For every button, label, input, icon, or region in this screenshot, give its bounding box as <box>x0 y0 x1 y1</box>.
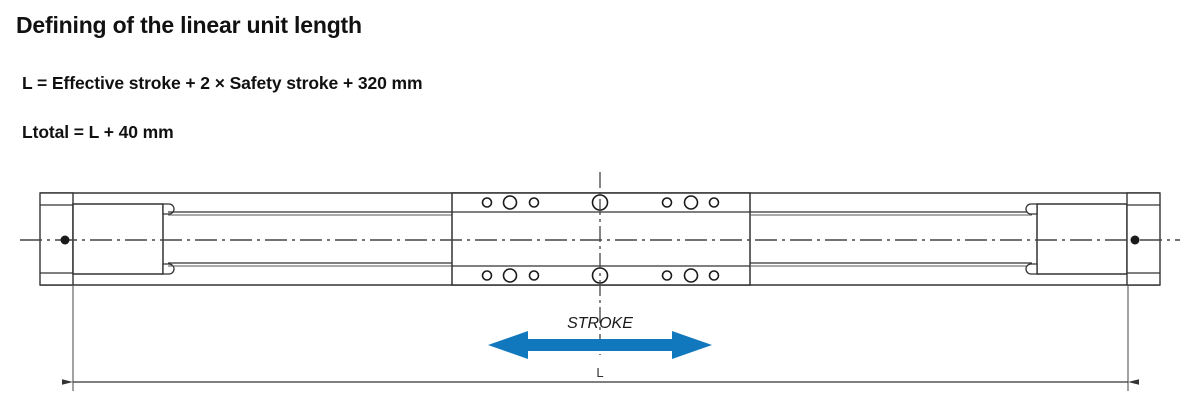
mounting-hole-small <box>661 270 673 281</box>
stroke-label: STROKE <box>567 315 633 332</box>
right-slider-bottom-lug <box>1025 263 1038 275</box>
mounting-hole-small <box>708 270 720 281</box>
mounting-hole-small <box>528 197 540 208</box>
left-slider-body <box>72 203 164 275</box>
right-slider-block <box>1025 203 1128 275</box>
drawing-svg: STROKE L <box>20 172 1180 391</box>
carriage-top-hole-row <box>481 194 720 211</box>
center-carriage <box>451 192 751 286</box>
formula-total-length: Ltotal = L + 40 mm <box>22 122 174 142</box>
mounting-hole-small <box>708 197 720 208</box>
formula-length: L = Effective stroke + 2 × Safety stroke… <box>22 73 423 93</box>
length-dimension: L <box>62 285 1139 391</box>
stroke-indicator: STROKE <box>488 315 712 359</box>
mounting-hole-small <box>481 197 493 208</box>
linear-unit-drawing: STROKE L <box>0 155 1200 415</box>
mounting-hole-large <box>683 195 699 210</box>
left-inner-rail <box>168 211 452 267</box>
right-inner-rail <box>750 211 1032 267</box>
stroke-arrow-double <box>488 331 712 359</box>
mounting-hole-small <box>661 197 673 208</box>
page-title: Defining of the linear unit length <box>16 12 362 38</box>
right-slider-body <box>1036 203 1128 275</box>
dim-label-L: L <box>596 365 603 380</box>
right-end-cap <box>1126 192 1161 286</box>
right-axis-center-dot <box>1130 235 1140 245</box>
right-slider-top-lug <box>1025 203 1038 215</box>
mounting-hole-small <box>528 270 540 281</box>
left-slider-block <box>72 203 175 275</box>
mounting-hole-small <box>481 270 493 281</box>
mounting-hole-large <box>502 195 518 210</box>
carriage-bottom-hole-row <box>481 267 720 284</box>
mounting-hole-large <box>683 268 699 283</box>
mounting-hole-large <box>502 268 518 283</box>
left-axis-center-dot <box>60 235 70 245</box>
